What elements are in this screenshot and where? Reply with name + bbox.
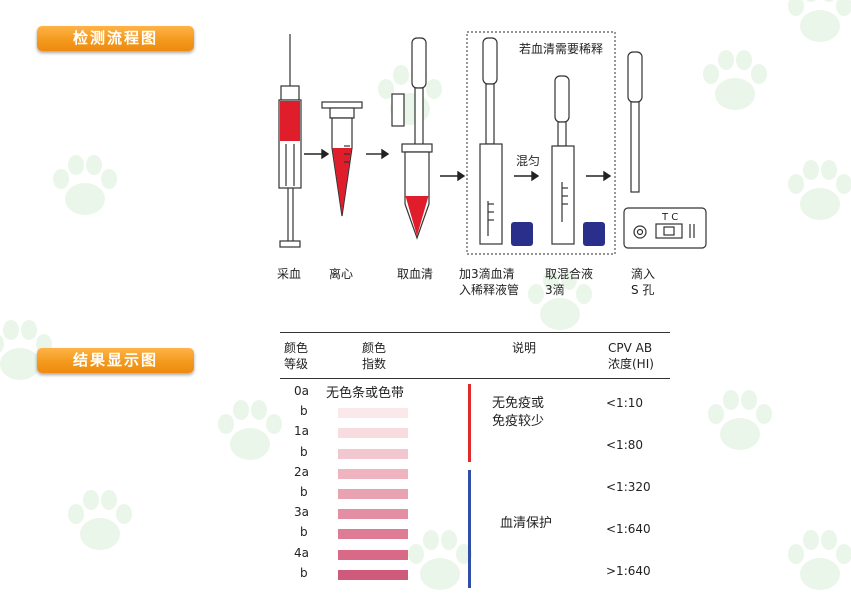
color-swatch (338, 489, 408, 499)
paw-icon (53, 155, 117, 215)
dropper-icon (551, 75, 575, 245)
grade-label: 3a (294, 505, 309, 520)
paw-icon (708, 390, 772, 450)
table-top-rule (280, 332, 670, 333)
grade-label: 1a (294, 424, 309, 439)
paw-icon (788, 160, 851, 220)
grade-label: 4a (294, 545, 309, 560)
step-label: 采血 (277, 267, 302, 281)
color-swatch (338, 549, 408, 560)
step-label: 离心 (329, 267, 354, 281)
titer-value: <1:320 (606, 480, 651, 494)
grade-label: 2a (294, 464, 309, 479)
syringe-icon (278, 34, 302, 248)
pipette-tube-icon (391, 37, 433, 240)
paw-icon (703, 50, 767, 110)
header-note: 说明 (512, 341, 537, 355)
step-label: 取血清 (397, 267, 434, 281)
color-swatch (338, 468, 408, 479)
grade-label: b (300, 565, 308, 580)
table-header-rule (280, 378, 670, 379)
color-swatch (338, 509, 408, 520)
dilution-note: 若血清需要稀释 (519, 42, 604, 56)
color-swatch (338, 529, 408, 540)
paw-icon (788, 0, 851, 42)
process-section-badge: 检测流程图 (37, 26, 194, 51)
protected-bar (468, 470, 471, 588)
color-swatch (338, 569, 408, 580)
no-band-text: 无色条或色带 (326, 386, 405, 401)
reagent-well-icon (583, 222, 605, 246)
note-protected: 血清保护 (500, 516, 553, 531)
grade-label: b (300, 525, 308, 540)
titer-value: >1:640 (606, 564, 651, 578)
header-grade: 颜色等级 (284, 341, 309, 371)
header-index: 颜色指数 (362, 341, 387, 371)
grade-label: b (300, 485, 308, 499)
paw-icon (788, 530, 851, 590)
titer-value: <1:80 (606, 438, 644, 452)
titer-value: <1:10 (606, 396, 644, 410)
color-swatch (338, 428, 408, 439)
dropper-icon (479, 37, 503, 245)
low-immunity-bar (468, 384, 471, 462)
centrifuge-tube-icon (321, 101, 363, 217)
reagent-well-icon (511, 222, 533, 246)
process-diagram (278, 31, 707, 255)
titer-value: <1:640 (606, 522, 651, 536)
color-swatch (338, 448, 408, 459)
test-cassette-icon (623, 207, 707, 249)
grade-label: b (300, 404, 308, 419)
mix-label: 混匀 (516, 154, 541, 168)
paw-icon (218, 400, 282, 460)
arrow-icons (304, 148, 612, 182)
grade-label: 0a (294, 384, 309, 398)
note-low-immunity: 无免疫或免疫较少 (492, 396, 545, 429)
color-swatch (338, 408, 408, 419)
paw-icon (68, 490, 132, 550)
dropper-icon (627, 51, 643, 193)
grade-label: b (300, 444, 308, 459)
step-label: 加3滴血清入稀释液管 (459, 267, 520, 297)
results-section-badge: 结果显示图 (37, 348, 194, 373)
tc-label: T C (662, 212, 679, 223)
